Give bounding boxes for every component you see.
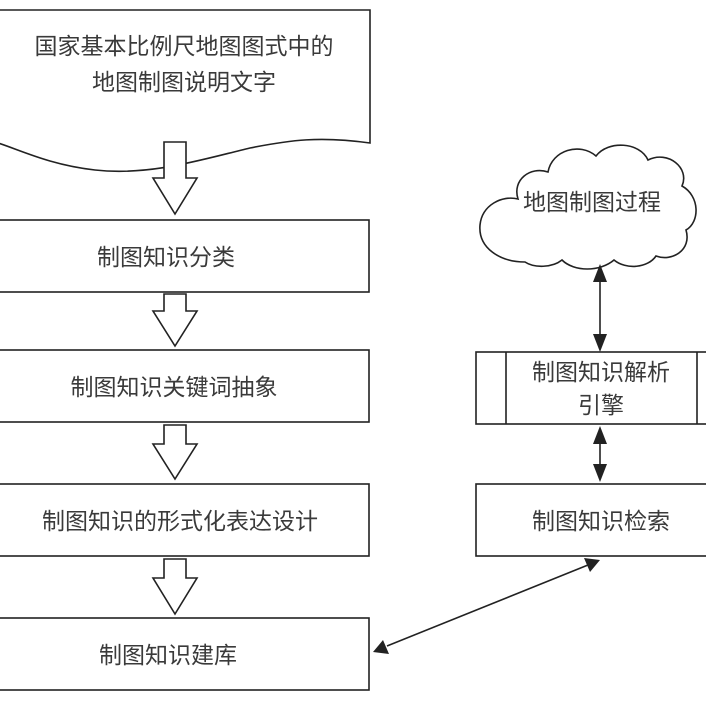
mapping-process-label: 地图制图过程 bbox=[523, 190, 661, 216]
mapping-process-cloud-node: 地图制图过程 bbox=[479, 144, 697, 270]
retrieval-database-double-arrow bbox=[373, 558, 600, 654]
step-formal-expression-label: 制图知识的形式化表达设计 bbox=[42, 509, 318, 535]
knowledge-parsing-engine-node: 制图知识解析 引擎 bbox=[475, 351, 706, 425]
step-database-node: 制图知识建库 bbox=[0, 617, 370, 691]
source-document-node: 国家基本比例尺地图图式中的 地图制图说明文字 bbox=[0, 9, 371, 173]
step-formal-expression-node: 制图知识的形式化表达设计 bbox=[0, 483, 370, 557]
down-arrow-1 bbox=[151, 141, 199, 216]
engine-retrieval-double-arrow bbox=[593, 426, 607, 482]
step-classification-node: 制图知识分类 bbox=[0, 219, 370, 293]
knowledge-retrieval-label: 制图知识检索 bbox=[532, 509, 670, 535]
step-database-label: 制图知识建库 bbox=[99, 643, 237, 669]
engine-label-line2: 引擎 bbox=[578, 393, 624, 419]
down-arrow-2 bbox=[151, 293, 199, 348]
down-arrow-3 bbox=[151, 424, 199, 481]
step-keyword-abstraction-node: 制图知识关键词抽象 bbox=[0, 349, 370, 423]
source-document-line1: 国家基本比例尺地图图式中的 bbox=[35, 34, 334, 60]
down-arrow-4 bbox=[151, 558, 199, 616]
source-document-line2: 地图制图说明文字 bbox=[92, 70, 276, 96]
step-classification-label: 制图知识分类 bbox=[97, 245, 235, 271]
cloud-engine-double-arrow bbox=[593, 264, 607, 352]
engine-label-line1: 制图知识解析 bbox=[532, 360, 670, 386]
knowledge-retrieval-node: 制图知识检索 bbox=[475, 483, 706, 557]
step-keyword-abstraction-label: 制图知识关键词抽象 bbox=[71, 375, 278, 401]
